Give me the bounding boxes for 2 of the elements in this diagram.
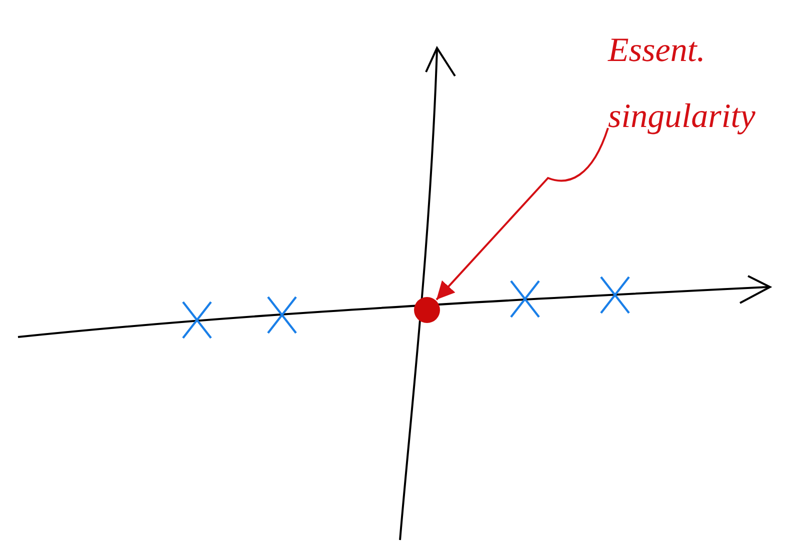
- leader-arrow: [436, 128, 609, 300]
- annotation-text: Essent. singularity: [608, 31, 756, 137]
